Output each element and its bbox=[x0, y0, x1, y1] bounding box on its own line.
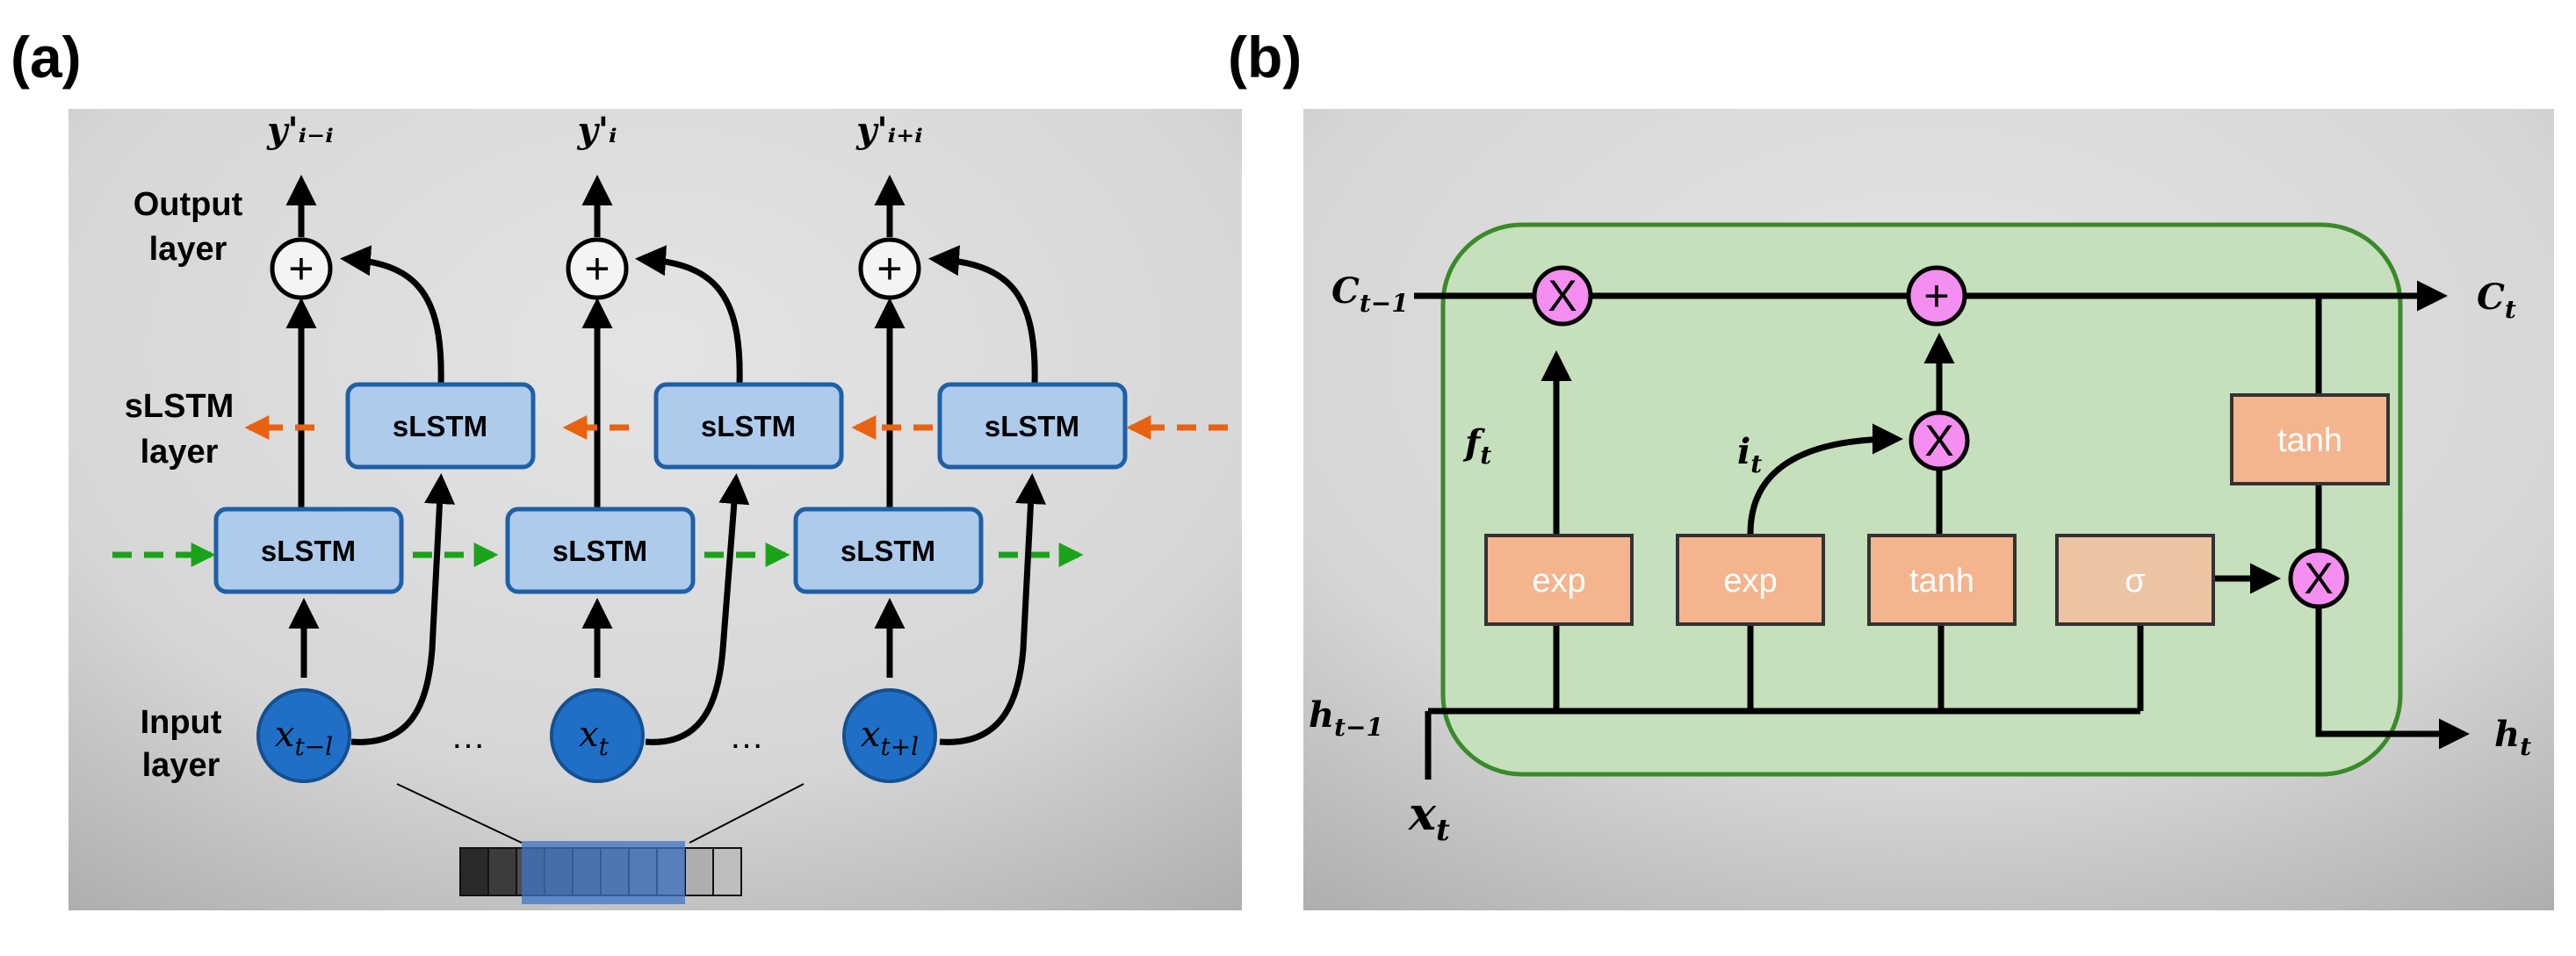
window-highlight bbox=[522, 841, 685, 904]
svg-text:tanh: tanh bbox=[1909, 563, 1974, 600]
panel-b-label: (b) bbox=[1228, 25, 1302, 90]
sum-node-3: + bbox=[858, 237, 921, 300]
output-mul-op: X bbox=[2288, 548, 2349, 609]
svg-text:X: X bbox=[1548, 271, 1577, 320]
output-layer-label-line2: layer bbox=[149, 231, 227, 268]
gate-exp-input: exp bbox=[1676, 534, 1825, 626]
input-node-2: xt bbox=[550, 688, 645, 783]
ellipsis-1: … bbox=[451, 717, 486, 756]
x-input-label: xt bbox=[1408, 787, 1450, 848]
svg-text:xt: xt bbox=[579, 715, 610, 761]
input-gate-arrow bbox=[1747, 423, 1903, 535]
sum-node-2: + bbox=[566, 237, 629, 300]
cell-add-op: + bbox=[1906, 265, 1967, 327]
svg-text:xt+l: xt+l bbox=[861, 715, 919, 761]
svg-text:X: X bbox=[1924, 416, 1953, 465]
hidden-out-arrow bbox=[2315, 607, 2470, 750]
svg-text:sLSTM: sLSTM bbox=[261, 535, 356, 567]
svg-text:sLSTM: sLSTM bbox=[393, 410, 487, 442]
bwd-to-sum-arrow-1 bbox=[340, 245, 444, 385]
input-to-bwd-arrow-1 bbox=[350, 473, 456, 745]
input-layer-label-line1: Input bbox=[141, 704, 222, 741]
svg-text:sLSTM: sLSTM bbox=[985, 410, 1079, 442]
gate-sigma-output: σ bbox=[2055, 534, 2215, 626]
svg-text:+: + bbox=[1923, 271, 1949, 320]
svg-text:sLSTM: sLSTM bbox=[701, 410, 796, 442]
slstm-backward-block-3: sLSTM bbox=[937, 382, 1128, 470]
slstm-layer-label-line1: sLSTM bbox=[125, 388, 235, 425]
input-node-3: xt+l bbox=[842, 688, 937, 783]
output-y-curr: y'ᵢ bbox=[576, 110, 617, 151]
input-layer-label-line2: layer bbox=[142, 747, 220, 784]
c-prev-label: Ct−1 bbox=[1331, 270, 1409, 318]
tanh-output-block: tanh bbox=[2230, 393, 2390, 485]
slstm-forward-block-2: sLSTM bbox=[505, 507, 696, 594]
gate-exp-forget: exp bbox=[1484, 534, 1634, 626]
svg-text:+: + bbox=[877, 244, 902, 293]
svg-text:exp: exp bbox=[1723, 563, 1777, 600]
output-y-next: y'ᵢ₊ᵢ bbox=[855, 110, 923, 151]
output-layer-label-line1: Output bbox=[133, 186, 243, 223]
slstm-layer-label-line2: layer bbox=[141, 434, 219, 471]
input-mul-op: X bbox=[1909, 410, 1970, 471]
svg-text:sLSTM: sLSTM bbox=[841, 535, 935, 567]
input-gate-label: it bbox=[1737, 431, 1762, 478]
c-next-label: Ct bbox=[2477, 277, 2516, 324]
svg-text:sLSTM: sLSTM bbox=[552, 535, 647, 567]
svg-text:tanh: tanh bbox=[2277, 422, 2342, 459]
svg-text:σ: σ bbox=[2125, 563, 2145, 600]
slstm-backward-block-2: sLSTM bbox=[653, 382, 844, 470]
gate-tanh-cell: tanh bbox=[1867, 534, 2017, 626]
panel-b: (b) bbox=[1228, 25, 2554, 910]
svg-text:xt−l: xt−l bbox=[275, 715, 333, 761]
svg-text:+: + bbox=[584, 244, 610, 293]
ellipsis-2: … bbox=[729, 717, 764, 756]
bwd-to-sum-arrow-3 bbox=[928, 245, 1038, 385]
h-prev-label: ht−1 bbox=[1309, 694, 1383, 742]
output-y-prev: y'ᵢ₋ᵢ bbox=[266, 110, 334, 151]
input-to-bwd-arrow-3 bbox=[939, 473, 1047, 745]
svg-text:+: + bbox=[288, 244, 314, 293]
bwd-to-sum-arrow-2 bbox=[635, 245, 743, 385]
slstm-forward-block-3: sLSTM bbox=[793, 507, 984, 594]
slstm-backward-block-1: sLSTM bbox=[345, 382, 536, 470]
svg-text:exp: exp bbox=[1532, 563, 1585, 600]
panel-a: (a) y'ᵢ₋ᵢ y'ᵢ y'ᵢ₊ᵢ Output layer sLSTM l… bbox=[11, 25, 1242, 910]
window-lines bbox=[396, 783, 805, 844]
input-to-bwd-arrow-2 bbox=[645, 473, 750, 745]
sum-node-1: + bbox=[270, 237, 333, 300]
svg-text:X: X bbox=[2304, 554, 2333, 603]
h-next-label: ht bbox=[2494, 714, 2531, 761]
input-sequence-strip bbox=[459, 841, 742, 904]
slstm-forward-block-1: sLSTM bbox=[213, 507, 404, 594]
slstm-cell bbox=[1440, 222, 2403, 777]
input-node-1: xt−l bbox=[256, 688, 351, 783]
panel-a-label: (a) bbox=[11, 25, 82, 90]
forget-mul-op: X bbox=[1532, 265, 1593, 327]
